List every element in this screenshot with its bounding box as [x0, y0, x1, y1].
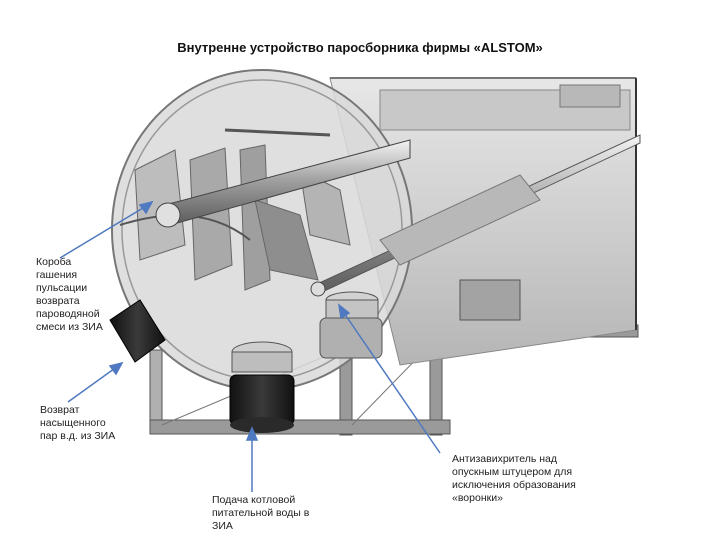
downcomer-left — [229, 341, 295, 433]
leader-arrows — [59, 200, 441, 492]
internal-pipes — [155, 134, 641, 297]
label-anti-vortex: Антизавихритель над опускным штуцером дл… — [452, 453, 576, 504]
label-feedwater: Подача котловой питательной воды в ЗИА — [212, 494, 310, 532]
steam-outlet-black — [109, 299, 166, 363]
label-shock-boxes: Короба гашения пульсации возврата парово… — [36, 256, 103, 333]
label-steam-return: Возврат насыщенного пар в.д. из ЗИА — [40, 404, 116, 442]
page-title: Внутренне устройство паросборника фирмы … — [177, 40, 543, 55]
downcomer-right — [319, 279, 521, 359]
